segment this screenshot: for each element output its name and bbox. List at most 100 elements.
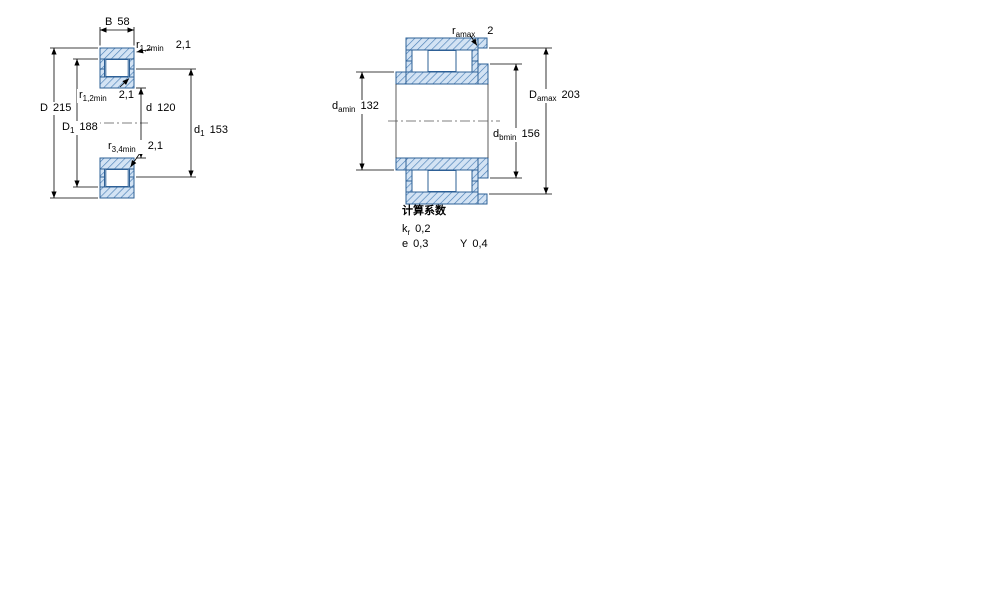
right-lower-flange-abutment: [477, 157, 489, 179]
left-lower-loose-flange-ring: [129, 168, 135, 178]
dim-label-B: B 58: [105, 16, 130, 29]
dim-value: 2,1: [147, 140, 163, 152]
dim-label-d: d 120: [146, 102, 175, 115]
left-lower-roller: [105, 169, 129, 187]
dim-sub: amax: [455, 30, 476, 40]
dim-label-r12-mid: r1,2min 2,1: [77, 89, 136, 104]
dim-base: d: [194, 124, 201, 136]
right-lower-loose-flange-ring: [471, 169, 479, 182]
dim-base: d: [146, 102, 153, 114]
dim-value: 153: [209, 124, 228, 136]
dim-value: 188: [79, 121, 98, 133]
dim-value: 2,1: [175, 39, 191, 51]
dimension-damin: [356, 71, 394, 171]
factor-value: 0,2: [415, 223, 431, 235]
dim-sub: 1: [69, 126, 75, 136]
dim-sub: 3,4min: [111, 145, 136, 155]
right-bearing-section: [395, 37, 489, 205]
dim-value: 2: [487, 25, 494, 37]
dim-base: D: [62, 121, 70, 133]
factor-value: 0,3: [413, 238, 429, 250]
right-upper-inner-ring: [405, 71, 479, 85]
dim-label-ramax: ramax 2: [452, 25, 493, 39]
right-lower-outer-ring: [405, 191, 479, 205]
left-upper-outer-flange-right: [129, 58, 135, 70]
dimension-Damax: [489, 47, 552, 195]
factor-value: 0,4: [472, 238, 488, 250]
dim-sub: 1,2min: [82, 94, 107, 104]
dim-base: B: [105, 16, 113, 28]
left-lower-outer-flange-right: [129, 176, 135, 188]
dim-label-r34: r3,4min 2,1: [106, 140, 165, 155]
dim-sub: amax: [536, 94, 557, 104]
leader-r34: [130, 152, 141, 168]
dim-label-Damax: Damax 203: [527, 89, 582, 104]
left-lower-inner-ring: [99, 157, 135, 170]
dimension-B: [99, 27, 135, 46]
dimension-dbmin: [490, 63, 522, 179]
dim-sub: 1: [200, 129, 205, 139]
dim-base: D: [40, 102, 48, 114]
right-dimension-lines: [356, 34, 552, 195]
calculation-factors-title: 计算系数: [402, 205, 446, 217]
left-lower-inner-rib-left: [99, 168, 105, 178]
left-upper-loose-flange-ring: [129, 68, 135, 78]
dim-label-D: D 215: [38, 102, 74, 115]
dim-value: 132: [360, 100, 379, 112]
factor-sub: r: [407, 228, 411, 238]
right-upper-flange-abutment: [477, 63, 489, 85]
right-upper-outer-flange-left: [405, 49, 413, 62]
left-lower-outer-ring: [99, 186, 135, 199]
dimension-D: [50, 47, 98, 199]
left-upper-outer-flange-left: [99, 58, 105, 70]
left-bearing-section: [99, 47, 135, 199]
right-lower-outer-flange-left: [405, 180, 413, 193]
dim-label-d1: d1 153: [194, 124, 228, 138]
left-upper-outer-ring: [99, 47, 135, 60]
right-lower-roller: [427, 170, 457, 192]
dim-value: 58: [117, 16, 130, 28]
dim-label-dbmin: dbmin 156: [491, 128, 542, 143]
dim-value: 120: [157, 102, 176, 114]
left-lower-outer-flange-left: [99, 176, 105, 188]
factor-Y: Y 0,4: [460, 238, 488, 251]
right-upper-housing-shoulder: [477, 37, 488, 49]
dim-base: D: [529, 89, 537, 101]
leader-r12-mid: [119, 78, 130, 88]
left-upper-inner-rib-left: [99, 68, 105, 78]
dim-sub: bmin: [499, 133, 517, 143]
right-upper-inner-rib-left: [405, 60, 413, 73]
dim-label-D1: D1 188: [60, 121, 100, 136]
right-lower-housing-shoulder: [477, 193, 488, 205]
right-upper-shaft-shoulder: [395, 71, 407, 85]
factor-e: e 0,3: [402, 238, 428, 251]
dim-value: 215: [52, 102, 72, 114]
leader-r12-top: [136, 48, 153, 54]
dim-base: r: [79, 89, 83, 101]
right-upper-loose-flange-ring: [471, 60, 479, 73]
dim-value: 2,1: [118, 89, 134, 101]
dim-base: r: [108, 140, 112, 152]
left-upper-roller: [105, 59, 129, 77]
factor-base: k: [402, 223, 408, 235]
dim-value: 156: [521, 128, 540, 140]
right-upper-outer-flange-right: [471, 49, 479, 62]
dim-base: r: [136, 39, 140, 51]
dim-sub: amin: [338, 105, 356, 115]
right-lower-shaft-shoulder: [395, 157, 407, 171]
right-lower-inner-rib-left: [405, 169, 413, 182]
leader-ramax: [469, 34, 478, 46]
factor-kr: kr 0,2: [402, 223, 430, 237]
dim-value: 203: [561, 89, 580, 101]
right-lower-outer-flange-right: [471, 180, 479, 193]
right-upper-roller: [427, 50, 457, 72]
factor-base: e: [402, 238, 409, 250]
factor-base: Y: [460, 238, 468, 250]
dim-base: r: [452, 25, 456, 37]
dimension-d1: [136, 68, 196, 178]
dim-base: d: [493, 128, 500, 140]
